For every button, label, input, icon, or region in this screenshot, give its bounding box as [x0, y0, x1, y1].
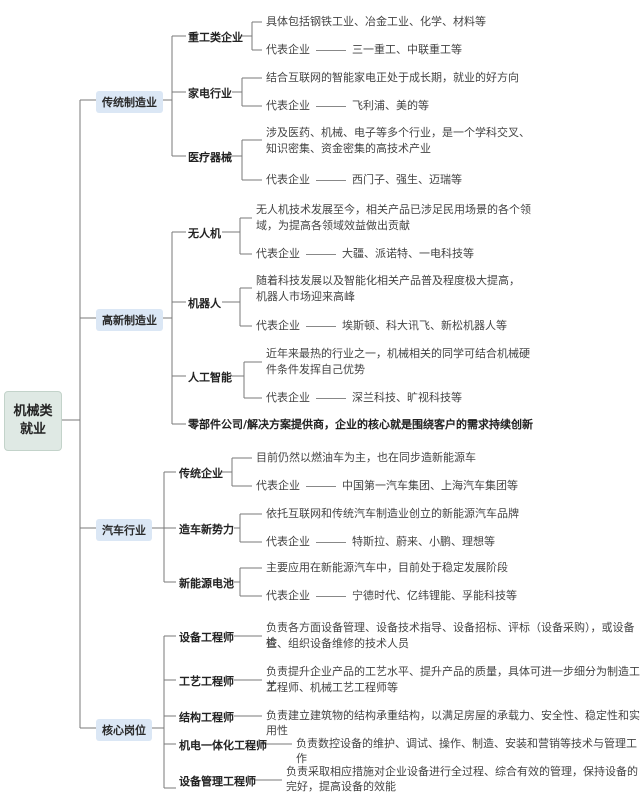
heavy-desc: 具体包括钢铁工业、冶金工业、化学、材料等: [266, 15, 486, 28]
node-robot: 机器人: [188, 297, 221, 310]
ai-rep: 代表企业深兰科技、旷视科技等: [266, 391, 462, 404]
section-traditional: 传统制造业: [96, 91, 163, 113]
equip-eng-desc-2: 查、组织设备维修的技术人员: [266, 637, 409, 650]
robot-desc-2: 机器人市场迎来高峰: [256, 290, 355, 303]
node-traditional-enterprise: 传统企业: [179, 467, 223, 480]
ai-desc-1: 近年来最热的行业之一，机械相关的同学可结合机械硬: [266, 347, 530, 360]
medical-desc-2: 知识密集、资金密集的高技术产业: [266, 142, 431, 155]
drone-rep: 代表企业大疆、派诺特、一电科技等: [256, 247, 474, 260]
section-auto: 汽车行业: [96, 519, 152, 541]
battery-rep: 代表企业宁德时代、亿纬锂能、孚能科技等: [266, 589, 517, 602]
node-appliance: 家电行业: [188, 87, 232, 100]
mech-eng-desc: 负责数控设备的维护、调试、操作、制造、安装和营销等技术与管理工作: [296, 737, 637, 765]
appliance-rep: 代表企业飞利浦、美的等: [266, 99, 429, 112]
struct-eng-desc: 负责建立建筑物的结构承重结构，以满足房屋的承载力、安全性、稳定性和实用性: [266, 709, 640, 737]
new-force-desc: 依托互联网和传统汽车制造业创立的新能源汽车品牌: [266, 507, 519, 520]
node-battery: 新能源电池: [179, 577, 234, 590]
node-ai: 人工智能: [188, 371, 232, 384]
section-hightech: 高新制造业: [96, 309, 163, 331]
root-line1: 机械类: [13, 404, 53, 419]
traditional-ent-desc: 目前仍然以燃油车为主，也在同步造新能源车: [256, 451, 476, 464]
node-drone: 无人机: [188, 227, 221, 240]
node-new-force: 造车新势力: [179, 523, 234, 536]
robot-rep: 代表企业埃斯顿、科大讯飞、新松机器人等: [256, 319, 507, 332]
drone-desc-1: 无人机技术发展至今，相关产品已涉足民用场景的各个领: [256, 203, 531, 216]
node-heavy: 重工类企业: [188, 31, 243, 44]
process-eng-desc-2: 工程师、机械工艺工程师等: [266, 681, 398, 694]
node-mechatronics-engineer: 机电一体化工程师: [179, 739, 267, 752]
new-force-rep: 代表企业特斯拉、蔚来、小鹏、理想等: [266, 535, 495, 548]
node-parts: 零部件公司/解决方案提供商，企业的核心就是围绕客户的需求持续创新: [188, 418, 534, 431]
node-structural-engineer: 结构工程师: [179, 711, 234, 724]
node-medical: 医疗器械: [188, 151, 232, 164]
root-node: 机械类 就业: [4, 391, 62, 451]
node-equipment-engineer: 设备工程师: [179, 631, 234, 644]
appliance-desc: 结合互联网的智能家电正处于成长期，就业的好方向: [266, 71, 519, 84]
node-process-engineer: 工艺工程师: [179, 675, 234, 688]
ai-desc-2: 件条件发挥自己优势: [266, 363, 365, 376]
robot-desc-1: 随着科技发展以及智能化相关产品普及程度极大提高，: [256, 274, 520, 287]
traditional-ent-rep: 代表企业中国第一汽车集团、上海汽车集团等: [256, 479, 518, 492]
process-eng-desc-1: 负责提升企业产品的工艺水平、提升产品的质量，具体可进一步细分为制造工艺: [266, 665, 640, 693]
equip-eng-desc-1: 负责各方面设备管理、设备技术指导、设备招标、评标（设备采购），或设备检: [266, 621, 635, 649]
medical-desc-1: 涉及医药、机械、电子等多个行业，是一个学科交叉、: [266, 126, 530, 139]
heavy-rep: 代表企业三一重工、中联重工等: [266, 43, 462, 56]
battery-desc: 主要应用在新能源汽车中，目前处于稳定发展阶段: [266, 561, 508, 574]
drone-desc-2: 域，为提高各领域效益做出贡献: [256, 219, 410, 232]
node-equipment-mgmt-engineer: 设备管理工程师: [179, 775, 256, 788]
mgmt-eng-desc-2: 完好，提高设备的效能: [286, 780, 396, 793]
medical-rep: 代表企业西门子、强生、迈瑞等: [266, 173, 462, 186]
section-positions: 核心岗位: [96, 719, 152, 741]
root-line2: 就业: [19, 422, 46, 437]
mgmt-eng-desc-1: 负责采取相应措施对企业设备进行全过程、综合有效的管理，保持设备的: [286, 765, 638, 778]
